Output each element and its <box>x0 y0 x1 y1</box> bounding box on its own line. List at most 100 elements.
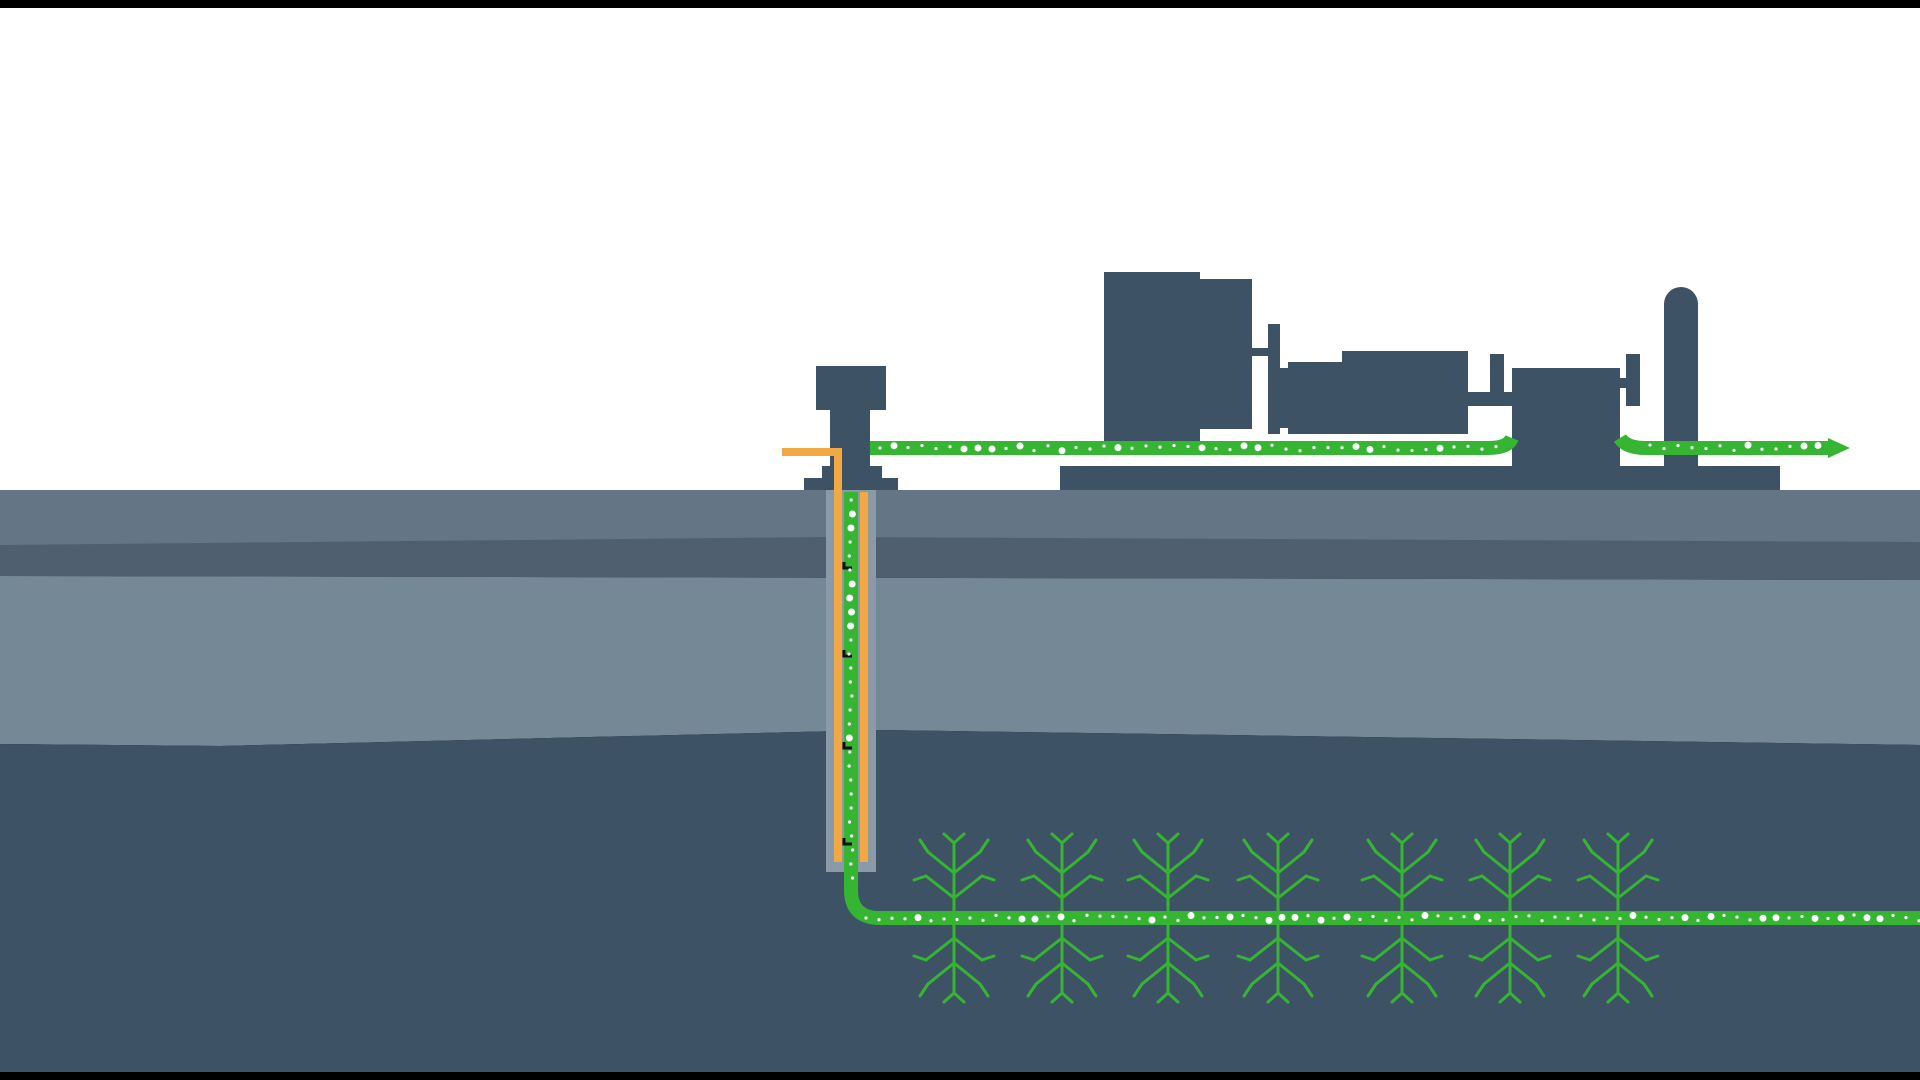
packer <box>842 562 852 570</box>
bubble <box>1396 448 1400 452</box>
bubble <box>1326 446 1330 450</box>
bubble <box>1265 916 1273 924</box>
fracture-branch <box>952 991 966 1004</box>
fracture-branch <box>1236 874 1252 882</box>
bubble <box>1340 446 1344 450</box>
wellhead-flange <box>822 466 882 478</box>
bubble <box>1254 444 1262 452</box>
bubble <box>1114 444 1122 452</box>
bubble <box>847 652 851 656</box>
bubble <box>1553 915 1557 919</box>
bubble <box>1058 447 1066 455</box>
fracture-branch <box>1576 954 1592 962</box>
bubble <box>1397 915 1401 919</box>
fracture-branch <box>1194 954 1210 962</box>
bubble <box>1410 918 1414 922</box>
bubble <box>1722 913 1726 917</box>
bubble <box>1312 446 1316 450</box>
top-letterbox <box>0 0 1920 8</box>
bubble <box>849 792 853 796</box>
bubble <box>848 568 852 572</box>
fracture-branch <box>1060 961 1090 986</box>
bubble <box>1202 916 1206 920</box>
fracture-branch <box>1400 874 1432 900</box>
bubble <box>1072 919 1076 923</box>
surface-flow-line <box>870 434 1519 455</box>
fracture-branch <box>1050 832 1064 845</box>
bubble <box>1494 445 1498 449</box>
separator-top <box>1518 370 1614 380</box>
surface-facility <box>1060 272 1780 490</box>
bubble <box>1436 914 1440 918</box>
fracture-branch <box>1536 954 1552 962</box>
fracture-branch <box>978 982 990 998</box>
bubble <box>877 918 881 922</box>
fracture-branch <box>1304 874 1320 882</box>
fracture-branch <box>1248 874 1280 900</box>
fracture-branch <box>1582 838 1594 854</box>
fracture-branch <box>1428 874 1444 882</box>
bubble <box>1358 917 1362 921</box>
bubble <box>848 708 852 712</box>
fracture-branch <box>1534 982 1546 998</box>
fracture-branch <box>1034 961 1064 986</box>
bubble <box>1863 914 1871 922</box>
fracture-branch <box>980 954 996 962</box>
bubble <box>1707 912 1715 920</box>
fracture-branch <box>1302 838 1314 854</box>
bubble <box>1254 916 1258 920</box>
bubble <box>1527 914 1531 918</box>
fracture-branch <box>1086 838 1098 854</box>
fracture-branch <box>1194 874 1210 882</box>
bubble <box>1074 445 1078 450</box>
fracture-branch <box>1590 961 1620 986</box>
fracture-branch <box>1166 961 1196 986</box>
fracture-branch <box>1026 982 1038 998</box>
bubble <box>1421 912 1429 920</box>
bubble <box>1814 441 1822 449</box>
bubble <box>1215 915 1219 920</box>
bubble <box>1144 444 1148 448</box>
fracture-branch <box>1360 954 1376 962</box>
bubble <box>1284 447 1288 451</box>
bubble <box>1774 447 1778 451</box>
packers <box>842 562 852 846</box>
fracture-branch <box>1644 874 1660 882</box>
fracture-branch <box>1508 832 1522 845</box>
fracture-branch <box>1508 936 1540 962</box>
fracture-branch <box>1276 874 1308 900</box>
bubble <box>1278 913 1286 921</box>
bubble <box>849 498 853 502</box>
bubble <box>1788 444 1792 448</box>
bubble <box>1732 448 1736 452</box>
ground-deep-layer <box>0 730 1920 1072</box>
fracture-branch <box>1138 936 1170 962</box>
fracture-branch <box>1276 850 1306 875</box>
bubble <box>1618 917 1622 921</box>
fracture-branch <box>1050 991 1064 1004</box>
fracture-branch <box>1534 838 1546 854</box>
packer <box>842 650 852 658</box>
bubble <box>1240 442 1248 450</box>
bubble <box>849 778 853 782</box>
bubble <box>864 916 868 920</box>
bubble <box>1343 913 1351 921</box>
bubble <box>1800 914 1804 919</box>
bubble <box>1016 442 1024 450</box>
fracture-branch <box>1166 850 1196 875</box>
bubble <box>1787 916 1791 920</box>
bubble <box>1566 916 1570 920</box>
fracture-branch <box>1616 850 1646 875</box>
fracture-branch <box>1642 982 1654 998</box>
bubble <box>929 919 933 923</box>
fracture-branch <box>1508 850 1538 875</box>
fracture-branch <box>952 850 982 875</box>
bubble <box>1540 919 1544 923</box>
fracture-branch <box>1166 936 1198 962</box>
bubble <box>1501 918 1505 922</box>
bubble <box>1629 912 1637 920</box>
bubble <box>968 916 972 920</box>
ground-band-layer <box>0 537 1920 580</box>
fracture-branch <box>1390 832 1404 845</box>
bubble <box>1662 446 1666 451</box>
